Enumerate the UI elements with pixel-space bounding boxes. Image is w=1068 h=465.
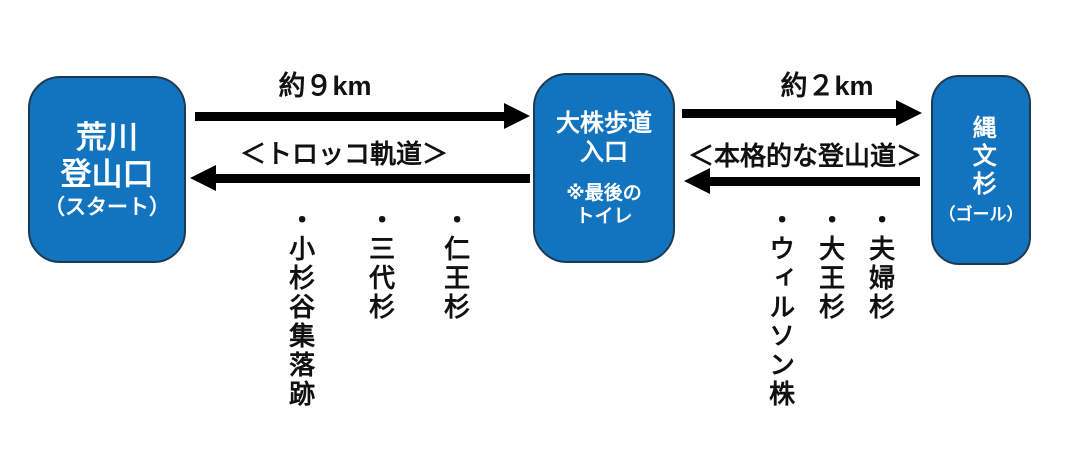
landmark-daio-sugi: ・大王杉 — [815, 206, 846, 322]
node-goal-jomon-sugi: 縄文杉 （ゴール） — [931, 75, 1031, 265]
mid-name-line1: 大株歩道 — [556, 109, 652, 137]
arrow-left-icon — [190, 165, 530, 191]
arrow-head-left-icon — [190, 165, 216, 191]
landmark-meoto-sugi: ・夫婦杉 — [865, 206, 896, 322]
segment2-distance-label: 約２km — [780, 71, 874, 101]
start-name-line1: 荒川 — [76, 119, 138, 155]
arrow-right-icon — [195, 103, 530, 129]
segment1-path-label: ＜トロッコ軌道＞ — [239, 139, 449, 169]
segment1-distance-label: 約９km — [278, 71, 372, 101]
goal-name: 縄文杉 — [968, 115, 996, 199]
landmark-wilson-stump: ・ウィルソン株 — [765, 206, 796, 409]
segment2-path-label: ＜本格的な登山道＞ — [687, 141, 923, 171]
arrow-right-icon — [682, 100, 922, 126]
start-role-label: （スタート） — [44, 195, 170, 219]
mid-note-line1: ※最後の — [566, 182, 642, 204]
start-name-line2: 登山口 — [60, 156, 154, 192]
mid-name-line2: 入口 — [580, 138, 628, 166]
arrow-shaft — [682, 108, 896, 118]
arrow-shaft — [195, 111, 504, 121]
arrow-head-left-icon — [684, 168, 710, 194]
landmark-sandai-sugi: ・三代杉 — [365, 206, 396, 322]
arrow-left-icon — [684, 168, 920, 194]
node-okabu-trail-entrance: 大株歩道 入口 ※最後の トイレ — [533, 73, 675, 263]
arrow-shaft — [710, 176, 920, 186]
node-start-trailhead: 荒川 登山口 （スタート） — [28, 76, 186, 263]
arrow-head-right-icon — [504, 103, 530, 129]
arrow-head-right-icon — [896, 100, 922, 126]
mid-note-line2: トイレ — [575, 205, 633, 227]
landmark-kosugidani-village-ruins: ・小杉谷集落跡 — [285, 206, 316, 409]
landmark-nio-sugi: ・仁王杉 — [440, 206, 471, 322]
goal-role-label: （ゴール） — [938, 205, 1024, 224]
arrow-shaft — [216, 173, 530, 183]
